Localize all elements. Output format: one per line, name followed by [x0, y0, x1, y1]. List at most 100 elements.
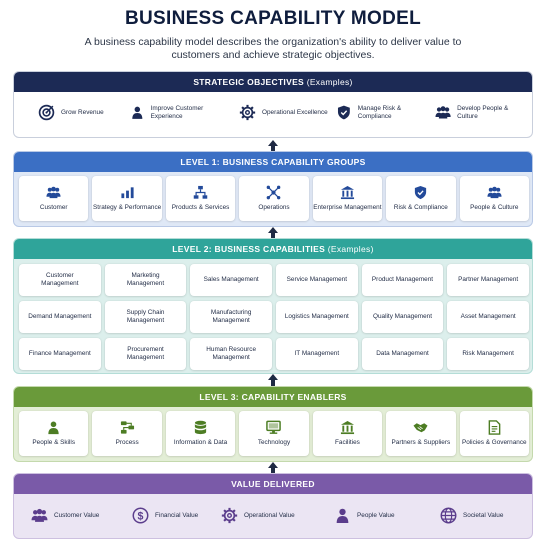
capability-enabler-card: Process	[92, 411, 162, 456]
business-capability-card: Customer Management	[19, 264, 101, 296]
strategic-objective-label: Manage Risk & Compliance	[357, 104, 402, 120]
gear-icon	[221, 507, 238, 524]
business-capability-label: Service Management	[286, 276, 348, 283]
strategic-objective-item: Manage Risk & Compliance	[336, 104, 431, 121]
business-capability-label: Logistics Management	[284, 313, 349, 320]
people-icon	[487, 186, 502, 199]
business-capability-card: Partner Management	[447, 264, 529, 296]
strategic-objective-label: Grow Revenue	[61, 108, 104, 116]
business-capability-label: Procurement Management	[126, 346, 165, 361]
capability-enabler-card: Policies & Governance	[459, 411, 529, 456]
capability-enabler-card: Technology	[239, 411, 309, 456]
page-subtitle: A business capability model describes th…	[84, 36, 462, 61]
value-delivered-label: Customer Value	[54, 512, 100, 519]
org-chart-icon	[193, 185, 208, 199]
business-capability-card: Asset Management	[447, 301, 529, 333]
monitor-icon	[266, 420, 282, 434]
process-icon	[120, 421, 134, 434]
business-capability-label: IT Management	[294, 350, 340, 357]
capability-enabler-label: Facilities	[334, 439, 360, 446]
capability-group-card: Enterprise Management	[312, 176, 383, 221]
business-capability-label: Supply Chain Management	[126, 309, 165, 324]
page-title: BUSINESS CAPABILITY MODEL	[124, 8, 422, 29]
business-capability-label: Asset Management	[460, 313, 516, 320]
document-icon	[488, 420, 501, 435]
capability-enabler-label: Information & Data	[173, 439, 228, 446]
capability-enabler-label: Process	[115, 439, 139, 446]
strategic-objective-label: Develop People & Culture	[457, 104, 509, 120]
business-capability-card: Product Management	[361, 264, 444, 296]
strategic-objectives-header: STRATEGIC OBJECTIVES (Examples)	[14, 72, 532, 92]
business-capability-card: Demand Management	[19, 301, 101, 333]
value-delivered-item: Societal Value	[440, 507, 503, 524]
value-delivered-header: VALUE DELIVERED	[14, 474, 532, 494]
value-delivered-label: Operational Value	[244, 512, 295, 519]
gear-icon	[239, 104, 256, 121]
capability-enabler-label: Partners & Suppliers	[391, 439, 451, 446]
value-delivered-item: People Value	[334, 507, 395, 524]
business-capability-card: Service Management	[276, 264, 358, 296]
business-capability-label: Manufacturing Management	[210, 309, 252, 324]
level1-header: LEVEL 1: BUSINESS CAPABILITY GROUPS	[14, 152, 532, 172]
capability-enabler-card: Facilities	[312, 411, 383, 456]
business-capability-label: Product Management	[371, 276, 434, 283]
business-capability-label: Sales Management	[203, 276, 259, 283]
person-icon	[336, 508, 349, 523]
business-capability-label: Human Resource Management	[206, 346, 257, 361]
business-capability-card: Marketing Management	[104, 264, 187, 296]
strategic-objective-item: Grow Revenue	[38, 104, 133, 121]
value-delivered-label: People Value	[357, 512, 395, 519]
business-capability-card: Supply Chain Management	[104, 301, 187, 333]
value-delivered-item: Customer Value	[31, 507, 99, 524]
business-capability-label: Data Management	[376, 350, 429, 357]
capability-group-label: Customer	[39, 204, 68, 211]
value-delivered-label: Societal Value	[463, 512, 504, 519]
capability-group-label: Strategy & Performance	[93, 204, 162, 211]
level3-header: LEVEL 3: CAPABILITY ENABLERS	[14, 387, 532, 407]
capability-group-label: Enterprise Management	[313, 204, 382, 211]
globe-icon	[440, 507, 457, 524]
business-capability-label: Demand Management	[28, 313, 92, 320]
value-delivered-label: Financial Value	[155, 512, 199, 519]
capability-enabler-card: Partners & Suppliers	[386, 411, 456, 456]
capability-group-label: People & Culture	[470, 204, 519, 211]
person-icon	[48, 421, 59, 435]
business-capability-card: IT Management	[276, 338, 358, 370]
business-capability-label: Finance Management	[28, 350, 91, 357]
capability-enabler-label: Policies & Governance	[461, 439, 527, 446]
people-icon	[46, 186, 61, 199]
bar-chart-icon	[121, 187, 134, 199]
capability-enabler-label: People & Skills	[32, 439, 76, 446]
business-capability-card: Data Management	[361, 338, 444, 370]
target-icon	[38, 104, 55, 121]
business-capability-label: Marketing Management	[126, 272, 165, 287]
strategic-objective-item: Improve Customer Experience	[130, 104, 225, 121]
business-capability-card: Human Resource Management	[190, 338, 272, 370]
shield-icon	[337, 105, 350, 120]
people-icon	[435, 106, 451, 119]
capability-group-card: People & Culture	[459, 176, 529, 221]
network-icon	[267, 185, 281, 200]
dollar-icon: $	[132, 507, 149, 524]
people-icon	[31, 508, 48, 522]
level2-section: LEVEL 2: BUSINESS CAPABILITIES (Examples…	[13, 238, 533, 374]
strategic-objective-label: Operational Excellence	[262, 108, 328, 116]
svg-text:$: $	[138, 510, 144, 522]
business-capability-card: Quality Management	[361, 301, 444, 333]
shield-icon	[415, 185, 427, 200]
business-capability-label: Partner Management	[458, 276, 519, 283]
business-capability-card: Logistics Management	[276, 301, 358, 333]
building-icon	[340, 420, 354, 435]
level2-header: LEVEL 2: BUSINESS CAPABILITIES (Examples…	[14, 239, 532, 259]
building-icon	[340, 185, 354, 200]
strategic-objective-item: Operational Excellence	[239, 104, 334, 121]
strategic-objectives-section: STRATEGIC OBJECTIVES (Examples) Grow Rev…	[13, 71, 533, 138]
strategic-objective-label: Improve Customer Experience	[150, 104, 204, 120]
value-delivered-item: Operational Value	[221, 507, 295, 524]
capability-group-card: Customer	[19, 176, 89, 221]
business-capability-card: Finance Management	[19, 338, 101, 370]
capability-group-card: Products & Services	[165, 176, 236, 221]
capability-group-card: Strategy & Performance	[92, 176, 162, 221]
database-icon	[194, 420, 207, 435]
capability-enabler-card: People & Skills	[19, 411, 89, 456]
